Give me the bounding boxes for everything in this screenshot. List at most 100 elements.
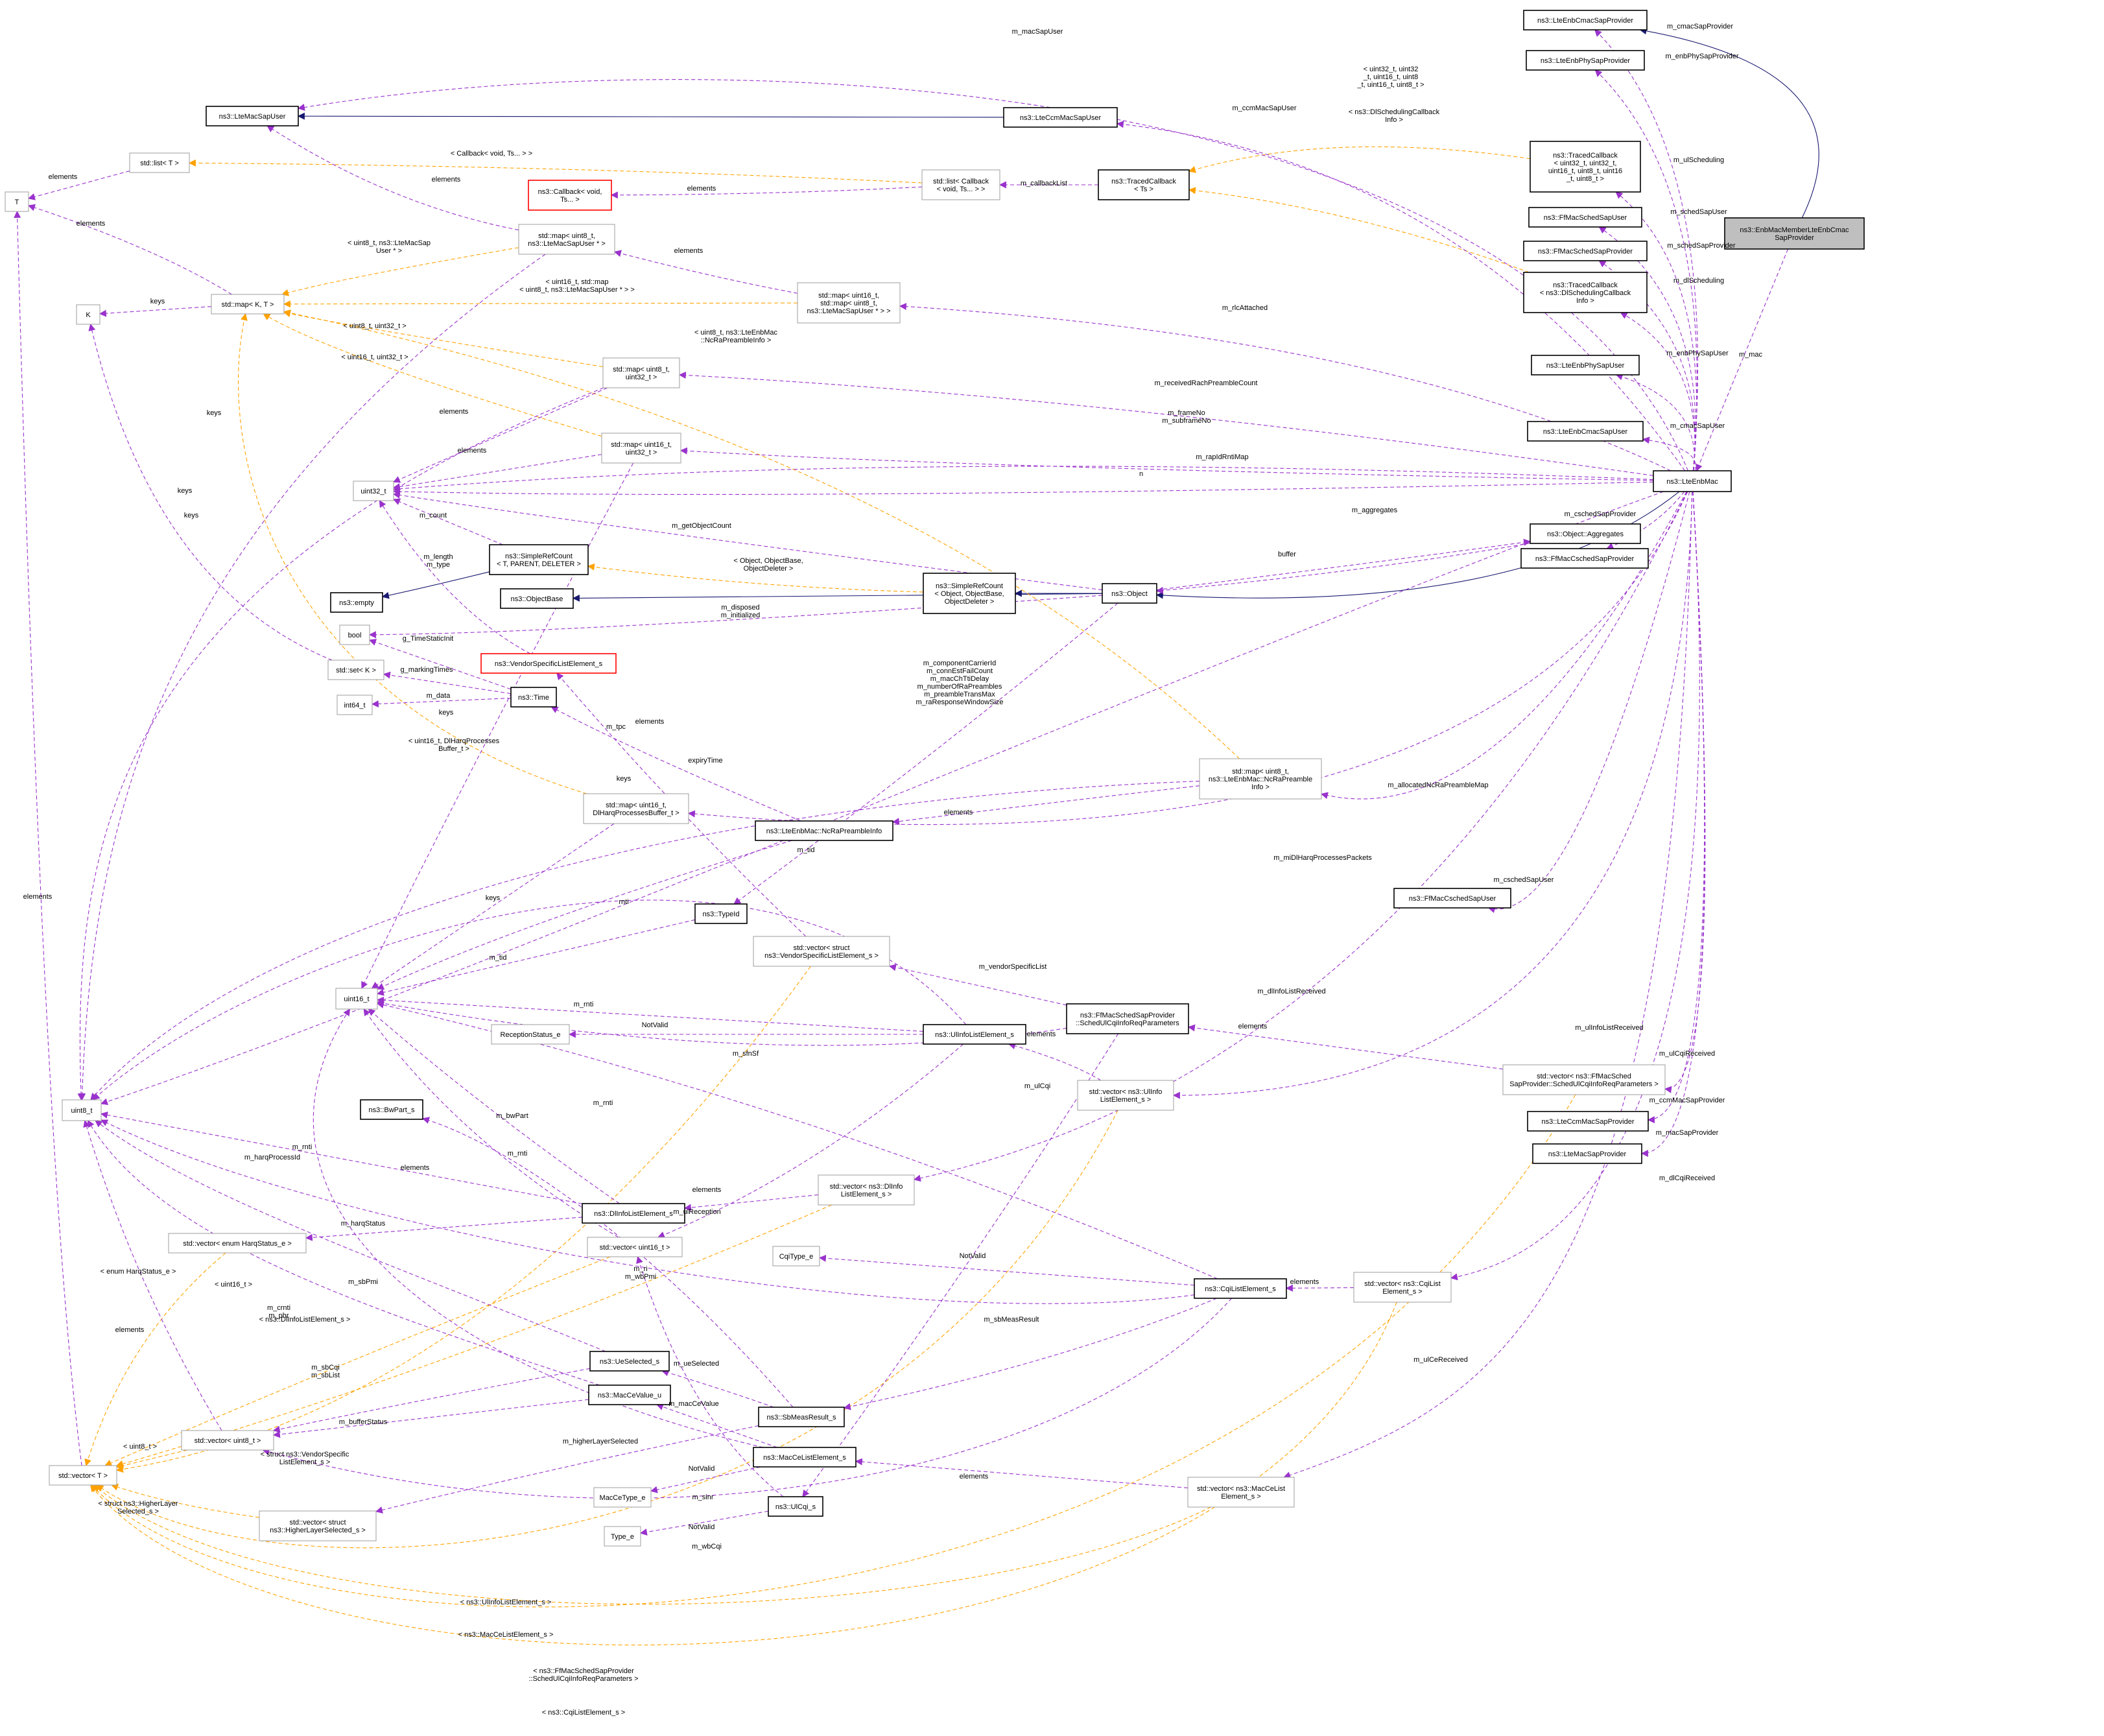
class-node-T[interactable]: T: [5, 191, 29, 212]
class-node-lteCcmMacSapUser[interactable]: ns3::LteCcmMacSapUser: [1003, 107, 1118, 128]
class-node-mapU8Ncra[interactable]: std::map< uint8_t,ns3::LteEnbMac::NcRaPr…: [1199, 758, 1322, 800]
edge-lteEnbMac-ffMacCschedSapUser: [1487, 491, 1690, 913]
class-node-macCeType[interactable]: MacCeType_e: [593, 1487, 652, 1508]
class-node-label-listT: std::list< T >: [140, 160, 179, 167]
class-node-dlInfoListElement[interactable]: ns3::DlInfoListElement_s: [582, 1203, 685, 1224]
class-node-setK[interactable]: std::set< K >: [327, 660, 384, 680]
class-node-lteMacSapProvider[interactable]: ns3::LteMacSapProvider: [1532, 1143, 1642, 1164]
class-node-label-vectorEnumHarq: std::vector< enum HarqStatus_e >: [183, 1240, 292, 1248]
edge-lteEnbMac-lteCcmMacSapUser: [1116, 121, 1686, 471]
class-node-listCallback[interactable]: std::list< Callback< void, Ts... > >: [921, 169, 1000, 200]
class-node-lteCcmMacSapProvider[interactable]: ns3::LteCcmMacSapProvider: [1527, 1111, 1649, 1132]
class-node-ueSelected[interactable]: ns3::UeSelected_s: [589, 1351, 670, 1372]
class-node-typeE[interactable]: Type_e: [604, 1526, 641, 1547]
class-node-empty[interactable]: ns3::empty: [330, 592, 383, 613]
class-node-label-dlInfoListElement: ns3::DlInfoListElement_s: [594, 1210, 673, 1218]
class-node-objectAggregates[interactable]: ns3::Object::Aggregates: [1530, 523, 1641, 544]
class-node-uint8[interactable]: uint8_t: [62, 1099, 102, 1121]
class-node-lteEnbPhySapProvider[interactable]: ns3::LteEnbPhySapProvider: [1526, 50, 1645, 71]
edge-label-macCeListElement-macCeValue: m_macCeValue: [668, 1400, 718, 1408]
class-node-objectBase[interactable]: ns3::ObjectBase: [500, 588, 574, 609]
class-node-ffMacSchedSapUser[interactable]: ns3::FfMacSchedSapUser: [1528, 207, 1642, 228]
class-node-simpleRefCountT[interactable]: ns3::SimpleRefCount< T, PARENT, DELETER …: [489, 544, 589, 575]
class-node-ffMacCschedSapProvider[interactable]: ns3::FfMacCschedSapProvider: [1520, 548, 1649, 569]
class-node-sbMeasResult[interactable]: ns3::SbMeasResult_s: [758, 1407, 845, 1427]
class-node-uint32[interactable]: uint32_t: [353, 481, 394, 501]
class-node-mapU8MacSap[interactable]: std::map< uint8_t,ns3::LteMacSapUser * >: [518, 224, 615, 255]
edge-label-lteEnbMac-lteCcmMacSapProvider: m_ccmMacSapProvider: [1649, 1097, 1725, 1104]
class-node-vectorU16[interactable]: std::vector< uint16_t >: [587, 1237, 683, 1257]
class-node-ffMacSchedSapProvider[interactable]: ns3::FfMacSchedSapProvider: [1523, 241, 1648, 261]
edge-cqiListElement-sbMeasResult: [843, 1298, 1217, 1410]
edge-cqiListElement-vectorU8: [262, 1298, 1232, 1499]
class-node-receptionStatus[interactable]: ReceptionStatus_e: [491, 1024, 570, 1045]
class-node-tracedCallbackDl[interactable]: ns3::TracedCallback< ns3::DlSchedulingCa…: [1523, 272, 1648, 313]
class-node-vectorEnumHarq[interactable]: std::vector< enum HarqStatus_e >: [168, 1233, 307, 1254]
class-node-typeId[interactable]: ns3::TypeId: [694, 903, 748, 924]
class-node-mapU16U32[interactable]: std::map< uint16_t,uint32_t >: [601, 433, 681, 464]
class-node-mapU16Map[interactable]: std::map< uint16_t,std::map< uint8_t,ns3…: [797, 282, 901, 324]
class-node-tracedCallbackTs[interactable]: ns3::TracedCallback< Ts >: [1098, 169, 1190, 200]
edge-label-lteEnbMac-mapU8Ncra: m_allocatedNcRaPreambleMap: [1388, 781, 1488, 789]
class-node-lteEnbMac[interactable]: ns3::LteEnbMac: [1653, 470, 1732, 492]
edge-mapU16Map-mapKT: [283, 300, 798, 308]
class-node-ulInfoListElement[interactable]: ns3::UlInfoListElement_s: [923, 1024, 1026, 1045]
class-node-macCeListElement[interactable]: ns3::MacCeListElement_s: [753, 1447, 857, 1468]
class-node-object[interactable]: ns3::Object: [1102, 583, 1157, 604]
edge-object-objectBase: [572, 593, 1103, 602]
edge-label-vectorCqiList-cqiListElement: elements: [1290, 1278, 1319, 1286]
class-node-listT[interactable]: std::list< T >: [129, 152, 190, 173]
class-node-bwPart[interactable]: ns3::BwPart_s: [360, 1099, 423, 1120]
class-node-lteMacSapUser[interactable]: ns3::LteMacSapUser: [206, 106, 299, 126]
class-node-ffMacCschedSapUser[interactable]: ns3::FfMacCschedSapUser: [1393, 888, 1511, 909]
class-node-K[interactable]: K: [76, 304, 100, 325]
edge-vectorEnumHarq-vectorT: [84, 1252, 226, 1467]
class-node-uint16[interactable]: uint16_t: [335, 988, 378, 1010]
class-node-vendorRed[interactable]: ns3::VendorSpecificListElement_s: [480, 653, 617, 674]
edge-simpleRefCountObj-simpleRefCountT: [587, 563, 924, 593]
class-node-vectorT[interactable]: std::vector< T >: [49, 1465, 117, 1486]
class-node-label-tracedCallbackDl: ns3::TracedCallback< ns3::DlSchedulingCa…: [1540, 281, 1631, 305]
class-node-label-cqiListElement: ns3::CqiListElement_s: [1205, 1285, 1276, 1293]
class-node-mapU8U32[interactable]: std::map< uint8_t,uint32_t >: [602, 357, 680, 388]
class-node-macCeValue[interactable]: ns3::MacCeValue_u: [588, 1385, 671, 1405]
edge-macCeListElement-uint16: [313, 1008, 764, 1448]
class-node-schedUlCqiParams[interactable]: ns3::FfMacSchedSapProvider::SchedUlCqiIn…: [1066, 1003, 1189, 1034]
edge-label-mapU8U32-uint32: elements: [440, 408, 469, 416]
class-node-ulCqi[interactable]: ns3::UlCqi_s: [768, 1496, 823, 1517]
class-node-label-tracedCallback6: ns3::TracedCallback< uint32_t, uint32_t,…: [1548, 152, 1622, 183]
class-node-label-typeE: Type_e: [611, 1533, 634, 1541]
class-node-ncRaPreambleInfo[interactable]: ns3::LteEnbMac::NcRaPreambleInfo: [755, 820, 893, 841]
class-node-lteEnbCmacSapProvider[interactable]: ns3::LteEnbCmacSapProvider: [1523, 10, 1648, 30]
class-node-tracedCallback6[interactable]: ns3::TracedCallback< uint32_t, uint32_t,…: [1530, 141, 1641, 193]
class-node-lteEnbCmacSapUser[interactable]: ns3::LteEnbCmacSapUser: [1527, 421, 1644, 442]
class-node-mapU16DlHarq[interactable]: std::map< uint16_t,DlHarqProcessesBuffer…: [583, 793, 689, 824]
edge-mapU16DlHarq-uint16: [371, 823, 615, 989]
edge-mapU8Ncra-ncRaPreambleInfo: [892, 785, 1200, 826]
class-node-callbackRed[interactable]: ns3::Callback< void,Ts... >: [528, 180, 612, 211]
class-node-bool[interactable]: bool: [339, 624, 370, 645]
edge-label-vectorCqiList-vectorT: < ns3::CqiListElement_s >: [542, 1709, 625, 1717]
edge-label-dlInfoListElement-vectorEnumHarq: m_harqStatus: [341, 1220, 386, 1228]
edge-vectorSched-vectorT: [91, 1094, 1576, 1608]
edge-lteEnbMac-lteMacSapUser: [297, 79, 1688, 471]
class-node-label-ffMacSchedSapUser: ns3::FfMacSchedSapUser: [1544, 214, 1627, 222]
class-node-cqiType[interactable]: CqiType_e: [772, 1246, 820, 1266]
class-node-vectorU8[interactable]: std::vector< uint8_t >: [181, 1430, 274, 1451]
edge-label-typeId-uint16: m_tid: [490, 954, 507, 962]
class-node-cqiListElement[interactable]: ns3::CqiListElement_s: [1194, 1278, 1287, 1299]
class-node-lteEnbPhySapUser[interactable]: ns3::LteEnbPhySapUser: [1531, 355, 1640, 375]
class-node-time[interactable]: ns3::Time: [510, 687, 557, 707]
class-node-simpleRefCountObj[interactable]: ns3::SimpleRefCount< Object, ObjectBase,…: [923, 573, 1016, 614]
class-node-int64[interactable]: int64_t: [337, 695, 373, 715]
class-node-mapKT[interactable]: std::map< K, T >: [211, 294, 285, 315]
